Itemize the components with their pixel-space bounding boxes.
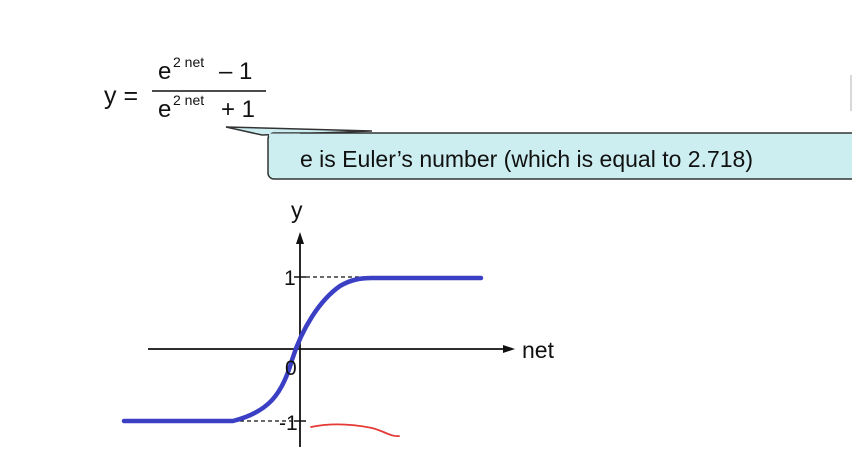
euler-callout: e is Euler’s number (which is equal to 2… [225, 126, 852, 180]
tanh-graph: y net 1 -1 0 [121, 197, 555, 447]
tanh-formula: y = e 2 net – 1 e 2 net + 1 [104, 54, 266, 123]
numerator-rest: – 1 [219, 58, 252, 85]
numerator-exponent: 2 net [173, 54, 204, 70]
tick-label-upper: 1 [284, 267, 296, 290]
edge-divider [850, 75, 852, 111]
red-annotation-stroke [310, 423, 400, 437]
y-axis-arrow-icon [296, 232, 304, 244]
tick-label-origin: 0 [285, 357, 297, 380]
x-axis-arrow-icon [503, 345, 515, 353]
formula-lhs: y = [104, 82, 138, 110]
y-axis-label: y [291, 197, 303, 223]
tick-label-lower: -1 [279, 412, 298, 435]
denominator-exponent: 2 net [173, 92, 204, 108]
callout-box [267, 132, 852, 180]
callout-text: e is Euler’s number (which is equal to 2… [300, 146, 753, 172]
denominator-base: e [158, 96, 171, 123]
denominator-rest: + 1 [221, 96, 255, 123]
x-axis-label: net [522, 337, 555, 363]
tanh-curve [121, 275, 484, 424]
numerator-base: e [158, 58, 171, 85]
